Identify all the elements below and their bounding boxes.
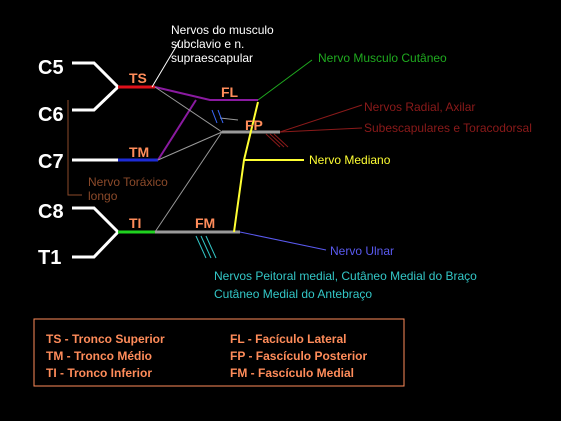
cord-fl-label: FL — [221, 84, 239, 100]
musculo-cutaneo-label: Nervo Musculo Cutâneo — [318, 51, 447, 65]
peitoral-label-2: Cutâneo Medial do Antebraço — [214, 287, 372, 301]
peitoral-label-1: Nervos Peitoral medial, Cutâneo Medial d… — [214, 269, 477, 283]
root-c8: C8 — [38, 201, 64, 223]
legend-fm: FM - Fascículo Medial — [230, 366, 354, 380]
lateral-pectoral-marks — [211, 109, 224, 124]
mediano-label: Nervo Mediano — [309, 153, 391, 167]
legend-tm: TM - Tronco Médio — [46, 349, 152, 363]
legend-box — [33, 318, 405, 387]
cord-fp-label: FP — [245, 117, 263, 133]
toracico-label-1: Nervo Toráxico — [88, 175, 168, 189]
root-line-c5-c6 — [72, 61, 121, 112]
subclavio-branch-line — [151, 39, 181, 88]
subescapulares-label: Subescapulares e Toracodorsal — [364, 121, 532, 135]
root-c6: C6 — [38, 104, 64, 126]
trunk-ti-label: TI — [129, 215, 141, 231]
trunk-tm-label: TM — [129, 144, 149, 160]
posterior-links — [154, 86, 239, 233]
root-lines — [72, 61, 121, 259]
cord-fm-label: FM — [195, 215, 215, 231]
subclavio-label-2: subclavio e n. — [171, 37, 244, 51]
toracico-label-2: longo — [88, 189, 118, 203]
radial-axilar-label: Nervos Radial, Axilar — [364, 100, 475, 114]
trunk-ts-label: TS — [129, 70, 147, 86]
root-c5: C5 — [38, 57, 64, 79]
legend-fp: FP - Fascículo Posterior — [230, 349, 367, 363]
ulnar-label: Nervo Ulnar — [330, 244, 394, 258]
musculo-cutaneo-line — [257, 59, 313, 101]
legend-ts: TS - Tronco Superior — [46, 332, 165, 346]
toracico-longo-line — [67, 100, 82, 196]
root-c7: C7 — [38, 151, 64, 173]
subclavio-label-1: Nervos do musculo — [171, 23, 274, 37]
legend-ti: TI - Tronco Inferior — [46, 366, 152, 380]
radial-axilar-lines — [265, 104, 363, 148]
ulnar-line — [239, 231, 327, 251]
legend-fl: FL - Facículo Lateral — [230, 332, 346, 346]
mediano-line — [233, 101, 304, 233]
peitoral-marks — [195, 235, 217, 259]
root-line-c8-t1 — [72, 206, 121, 259]
root-t1: T1 — [38, 247, 61, 269]
subclavio-label-3: supraescapular — [171, 51, 253, 65]
